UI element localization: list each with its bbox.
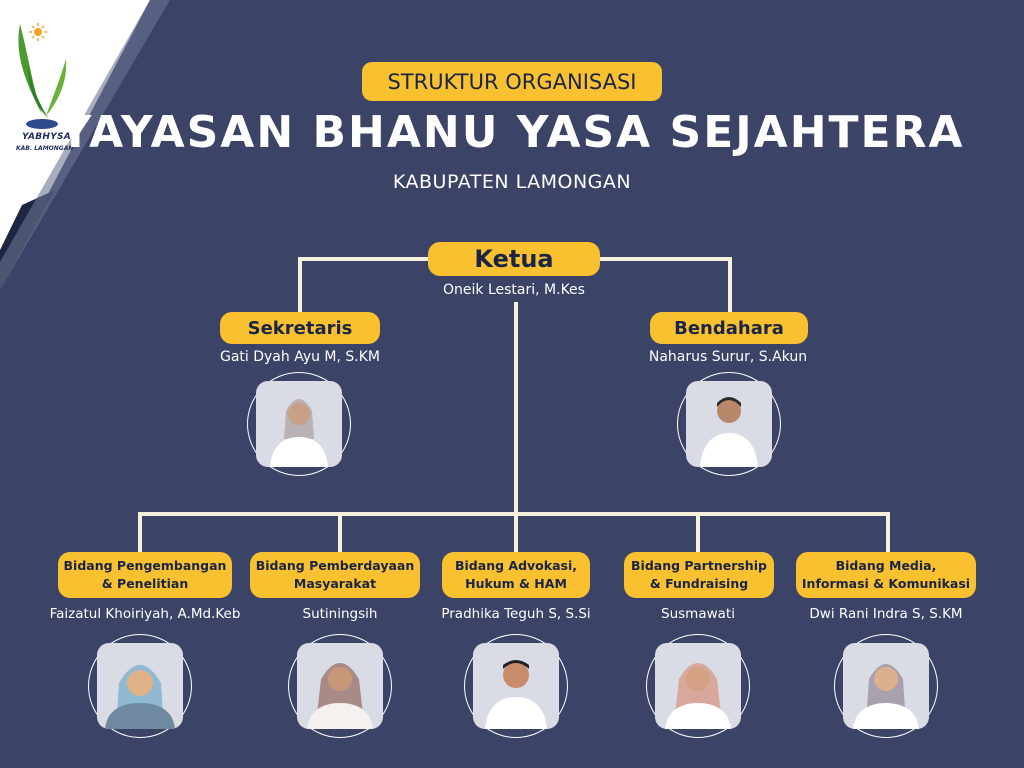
bidang-advokasi-name: Pradhika Teguh S, S.Si: [441, 606, 591, 622]
logo: YABHYSA KAB. LAMONGAN: [6, 14, 86, 164]
bidang-pengembangan-name: Faizatul Khoiriyah, A.Md.Keb: [49, 606, 241, 622]
bendahara-photo: [677, 372, 781, 476]
bidang-pemberdayaan-name: Sutiningsih: [302, 606, 378, 622]
bidang-pemberdayaan-role: Bidang Pemberdayaan Masyarakat: [250, 552, 420, 598]
ketua-role: Ketua: [428, 242, 600, 276]
bidang-media-role: Bidang Media, Informasi & Komunikasi: [796, 552, 976, 598]
logo-text: YABHYSA: [22, 132, 72, 142]
bidang-media-photo: [834, 634, 938, 738]
bidang-partnership-role: Bidang Partnership & Fundraising: [624, 552, 774, 598]
bidang-media-role-line1: Bidang Media,: [835, 558, 937, 573]
bendahara-role: Bendahara: [650, 312, 808, 344]
bidang-partnership-photo: [646, 634, 750, 738]
bidang-advokasi-role-line1: Bidang Advokasi,: [455, 558, 577, 573]
bidang-partnership-role-line2: & Fundraising: [649, 576, 749, 591]
bidang-advokasi-role-line2: Hukum & HAM: [465, 576, 567, 591]
page-subtitle: KABUPATEN LAMONGAN: [392, 171, 632, 193]
bidang-pengembangan-role-line2: & Penelitian: [101, 576, 189, 591]
page-title: YAYASAN BHANU YASA SEJAHTERA: [59, 107, 965, 158]
bidang-advokasi-role: Bidang Advokasi, Hukum & HAM: [442, 552, 590, 598]
bidang-partnership-role-line1: Bidang Partnership: [631, 558, 767, 573]
bidang-advokasi-photo: [464, 634, 568, 738]
bidang-pemberdayaan-photo: [288, 634, 392, 738]
bendahara-name: Naharus Surur, S.Akun: [648, 349, 808, 365]
bidang-partnership-name: Susmawati: [661, 606, 735, 622]
bidang-media-name: Dwi Rani Indra S, S.KM: [809, 606, 963, 622]
header-badge: STRUKTUR ORGANISASI: [362, 62, 662, 101]
bidang-pengembangan-role-line1: Bidang Pengembangan: [63, 558, 227, 573]
leaf-logo-icon: [18, 23, 67, 129]
bidang-pemberdayaan-role-line1: Bidang Pemberdayaan: [255, 558, 415, 573]
sekretaris-name: Gati Dyah Ayu M, S.KM: [219, 349, 381, 365]
sekretaris-photo: [247, 372, 351, 476]
logo-subtext: KAB. LAMONGAN: [16, 145, 74, 152]
bidang-pemberdayaan-role-line2: Masyarakat: [293, 576, 377, 591]
sekretaris-role: Sekretaris: [220, 312, 380, 344]
bidang-media-role-line2: Informasi & Komunikasi: [801, 576, 971, 591]
bidang-pengembangan-photo: [88, 634, 192, 738]
ketua-name: Oneik Lestari, M.Kes: [443, 282, 585, 298]
bidang-pengembangan-role: Bidang Pengembangan & Penelitian: [58, 552, 232, 598]
